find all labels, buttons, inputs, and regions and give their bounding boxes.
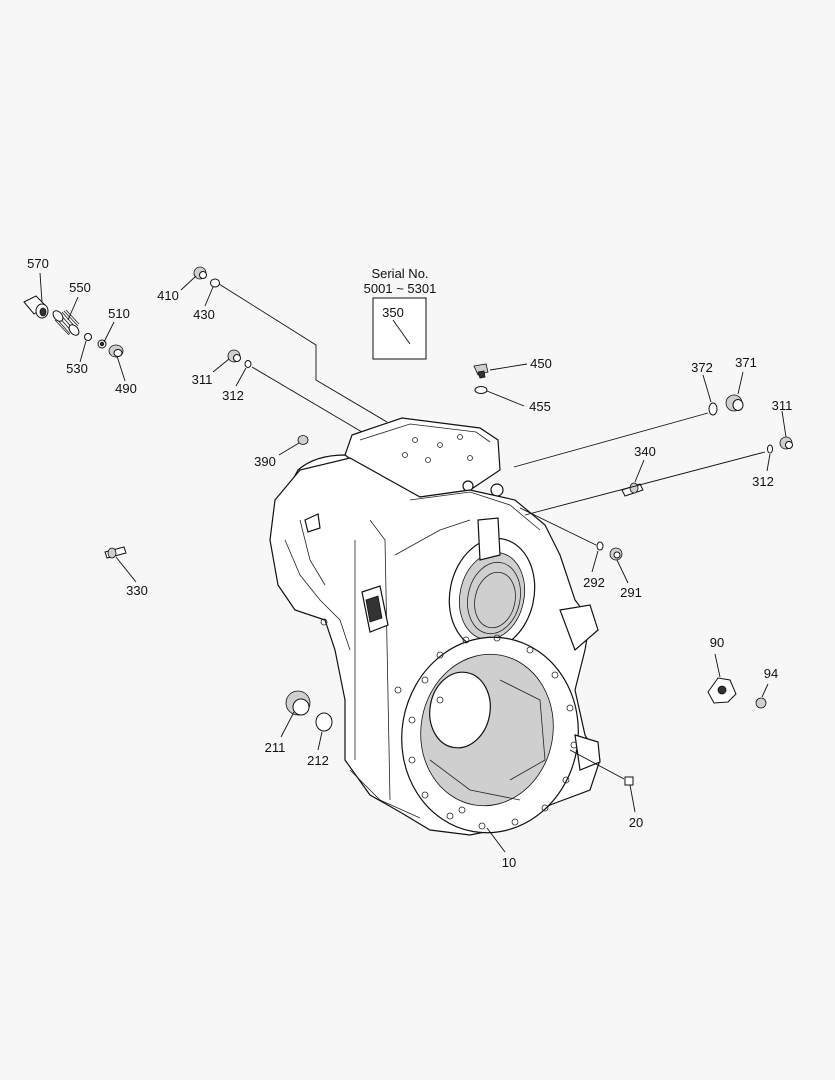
part-20-pin <box>624 776 634 786</box>
part-311-plug-right <box>779 436 793 450</box>
part-211-plug <box>285 690 311 716</box>
part-410-plug <box>193 266 207 280</box>
callout-labels: 570 550 510 530 490 410 430 350 450 455 … <box>27 256 792 870</box>
flange-bolt-holes <box>408 634 578 830</box>
callout-20: 20 <box>629 815 643 830</box>
part-450-bolt <box>473 363 489 379</box>
callout-90: 90 <box>710 635 724 650</box>
callout-312-right: 312 <box>752 474 774 489</box>
part-292-ring <box>596 541 604 551</box>
serial-range: 5001 ~ 5301 <box>364 281 437 296</box>
part-212-ring <box>315 712 333 732</box>
callout-94: 94 <box>764 666 778 681</box>
callout-570: 570 <box>27 256 49 271</box>
part-291-plug <box>609 547 623 561</box>
part-94-bolt <box>755 697 767 709</box>
part-311-plug-left <box>227 349 241 363</box>
callout-530: 530 <box>66 361 88 376</box>
part-530-ring <box>84 333 92 341</box>
part-550-spring <box>52 309 80 336</box>
part-430-ring <box>210 278 220 288</box>
callout-10: 10 <box>502 855 516 870</box>
callout-211: 211 <box>265 740 286 755</box>
transmission-housing <box>269 417 601 836</box>
part-455-washer <box>474 386 488 394</box>
part-490-plug <box>108 344 124 358</box>
part-90-bracket <box>707 677 737 704</box>
part-371-plug <box>725 394 744 412</box>
callout-371: 371 <box>735 355 757 370</box>
callout-311-left: 311 <box>192 372 213 387</box>
callout-410: 410 <box>157 288 179 303</box>
part-312-ring-right <box>767 444 773 454</box>
callout-212: 212 <box>307 753 329 768</box>
callout-312-left: 312 <box>222 388 244 403</box>
callout-390: 390 <box>254 454 276 469</box>
part-390-plug <box>297 435 309 445</box>
part-570-fitting <box>23 295 49 319</box>
part-312-ring-left <box>244 360 252 368</box>
callout-430: 430 <box>193 307 215 322</box>
part-372-ring <box>708 402 718 416</box>
callout-490: 490 <box>115 381 137 396</box>
serial-title: Serial No. <box>371 266 428 281</box>
callout-372: 372 <box>691 360 713 375</box>
callout-455: 455 <box>529 399 551 414</box>
callout-330: 330 <box>126 583 148 598</box>
callout-350: 350 <box>382 305 404 320</box>
callout-311-right: 311 <box>772 398 793 413</box>
callout-292: 292 <box>583 575 605 590</box>
leader-lines <box>39 272 787 853</box>
callout-291: 291 <box>620 585 642 600</box>
serial-box-text: Serial No. 5001 ~ 5301 <box>364 266 437 296</box>
callout-550: 550 <box>69 280 91 295</box>
callout-340: 340 <box>634 444 656 459</box>
callout-510: 510 <box>108 306 130 321</box>
part-330-fitting <box>104 546 127 559</box>
callout-450: 450 <box>530 356 552 371</box>
